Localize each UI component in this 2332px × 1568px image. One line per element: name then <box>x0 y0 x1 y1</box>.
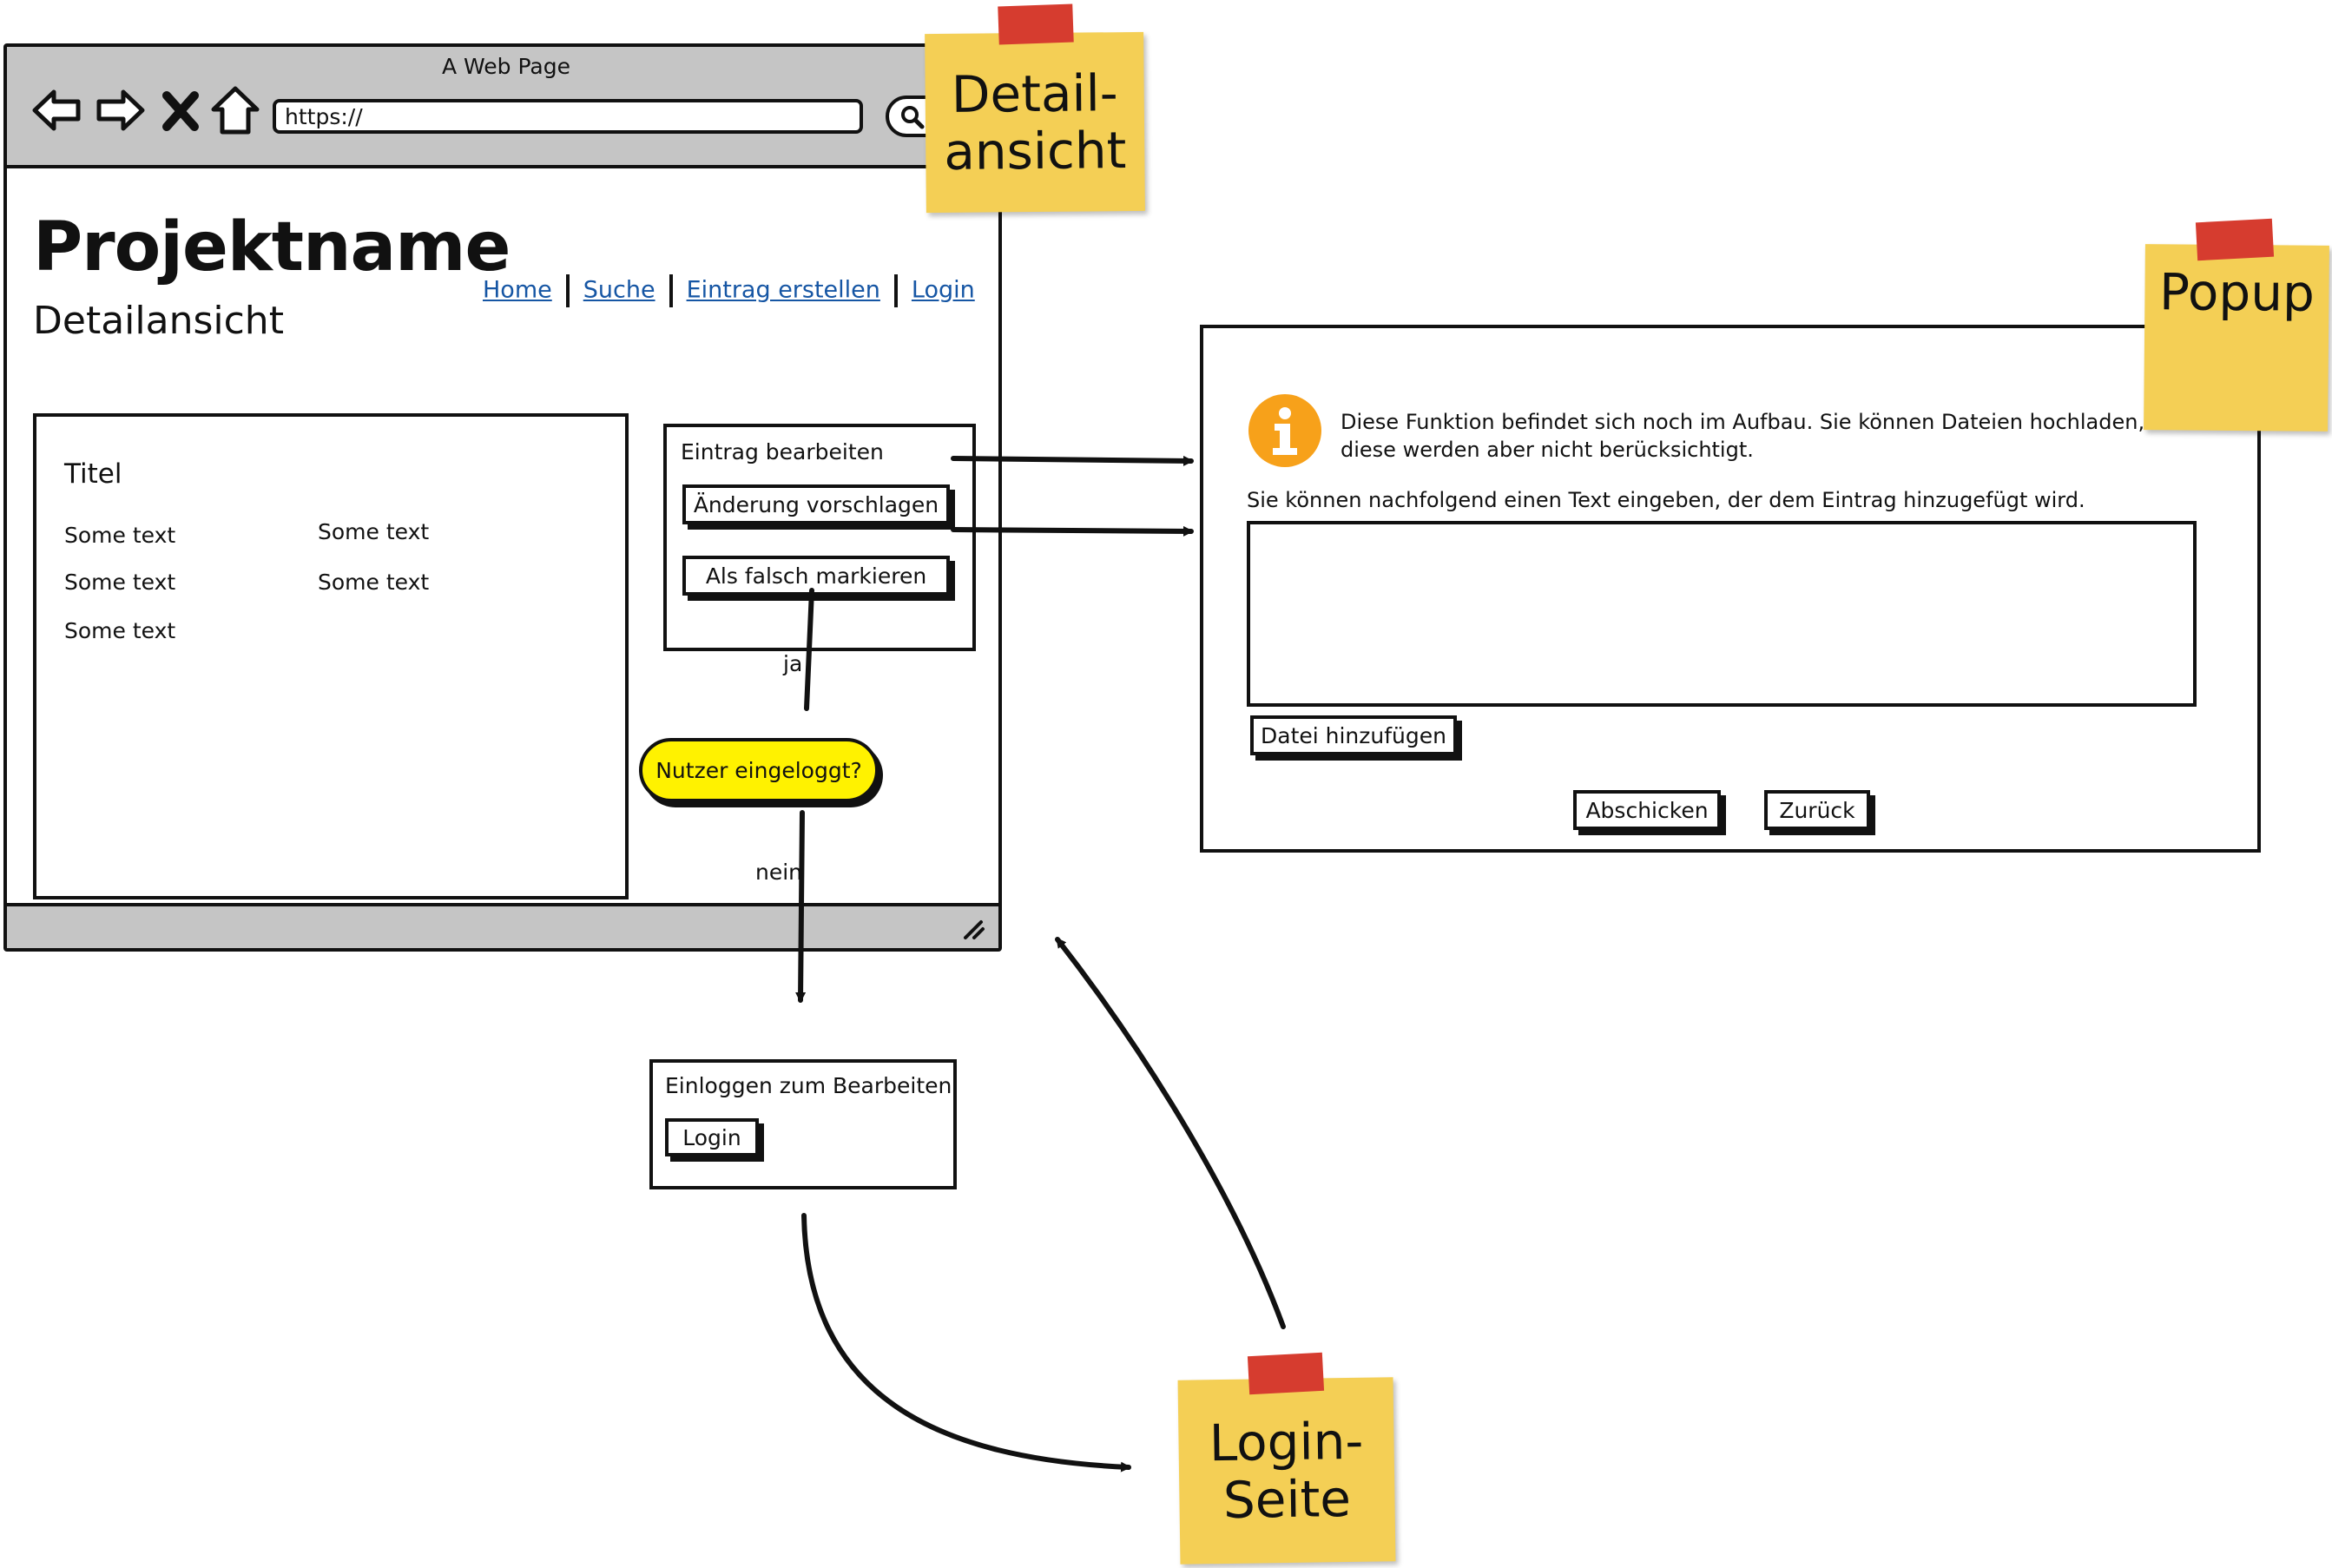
browser-window-title: A Web Page <box>441 54 571 79</box>
page-subtitle: Detailansicht <box>33 299 284 343</box>
tape-strip <box>998 3 1074 45</box>
nav-link-login[interactable]: Login <box>911 276 975 304</box>
sticky-detail-line2: ansicht <box>943 121 1127 181</box>
yes-label: ja <box>783 651 803 676</box>
edit-entry-panel: Eintrag bearbeiten Änderung vorschlagen … <box>663 424 976 651</box>
sticky-detail-line1: Detail- <box>951 63 1118 124</box>
detail-text: Some text <box>318 519 430 544</box>
detail-title: Titel <box>64 458 122 490</box>
tape-strip <box>2195 218 2275 261</box>
no-label: nein <box>755 860 803 885</box>
resize-grip-icon[interactable] <box>960 915 986 941</box>
popup-notice-text: Diese Funktion befindet sich noch im Auf… <box>1341 410 2145 462</box>
nav-link-create-entry[interactable]: Eintrag erstellen <box>686 276 880 304</box>
nav-separator <box>669 274 673 307</box>
logged-in-decision: Nutzer eingeloggt? <box>639 738 879 802</box>
popup-text-input[interactable] <box>1247 521 2197 707</box>
browser-toolbar: A Web Page https:// <box>7 47 998 168</box>
nav-separator <box>893 274 898 307</box>
nav-link-search[interactable]: Suche <box>583 276 655 304</box>
sticky-popup-label: Popup <box>2158 262 2316 323</box>
detail-text: Some text <box>64 618 176 643</box>
detail-panel: Titel Some text Some text Some text Some… <box>33 413 629 899</box>
sticky-login-line1: Login- <box>1209 1411 1364 1473</box>
sticky-note-login-page: Login-Seite <box>1177 1377 1396 1565</box>
login-required-panel: Einloggen zum Bearbeiten Login <box>649 1059 957 1189</box>
top-navigation: Home Suche Eintrag erstellen Login <box>483 274 975 307</box>
popup-prompt-text: Sie können nachfolgend einen Text eingeb… <box>1247 488 2085 512</box>
popup-dialog: Diese Funktion befindet sich noch im Auf… <box>1200 325 2261 853</box>
close-x-icon[interactable] <box>160 83 201 137</box>
browser-window: A Web Page https:// Projektname Detailan… <box>3 43 1002 952</box>
sticky-note-detail-view: Detail-ansicht <box>925 31 1145 214</box>
home-icon[interactable] <box>208 83 262 137</box>
add-file-button[interactable]: Datei hinzufügen <box>1250 715 1457 755</box>
nav-separator <box>565 274 570 307</box>
info-icon <box>1248 394 1321 467</box>
back-button[interactable]: Zurück <box>1764 790 1870 830</box>
sticky-note-popup: Popup <box>2144 244 2329 432</box>
search-icon <box>901 106 925 129</box>
login-button[interactable]: Login <box>665 1118 759 1156</box>
back-arrow-icon[interactable] <box>30 83 83 137</box>
forward-arrow-icon[interactable] <box>94 83 148 137</box>
edit-panel-title: Eintrag bearbeiten <box>681 439 884 464</box>
mark-wrong-button[interactable]: Als falsch markieren <box>682 556 950 596</box>
detail-text: Some text <box>64 523 176 548</box>
login-panel-title: Einloggen zum Bearbeiten <box>665 1073 952 1098</box>
detail-text: Some text <box>64 570 176 595</box>
browser-statusbar <box>7 903 998 948</box>
detail-text: Some text <box>318 570 430 595</box>
nav-link-home[interactable]: Home <box>483 276 552 304</box>
project-name: Projektname <box>33 208 511 287</box>
tape-strip <box>1247 1352 1325 1395</box>
url-input[interactable]: https:// <box>273 99 863 134</box>
submit-button[interactable]: Abschicken <box>1573 790 1721 830</box>
suggest-change-button[interactable]: Änderung vorschlagen <box>682 484 950 524</box>
sticky-login-line2: Seite <box>1222 1468 1352 1531</box>
